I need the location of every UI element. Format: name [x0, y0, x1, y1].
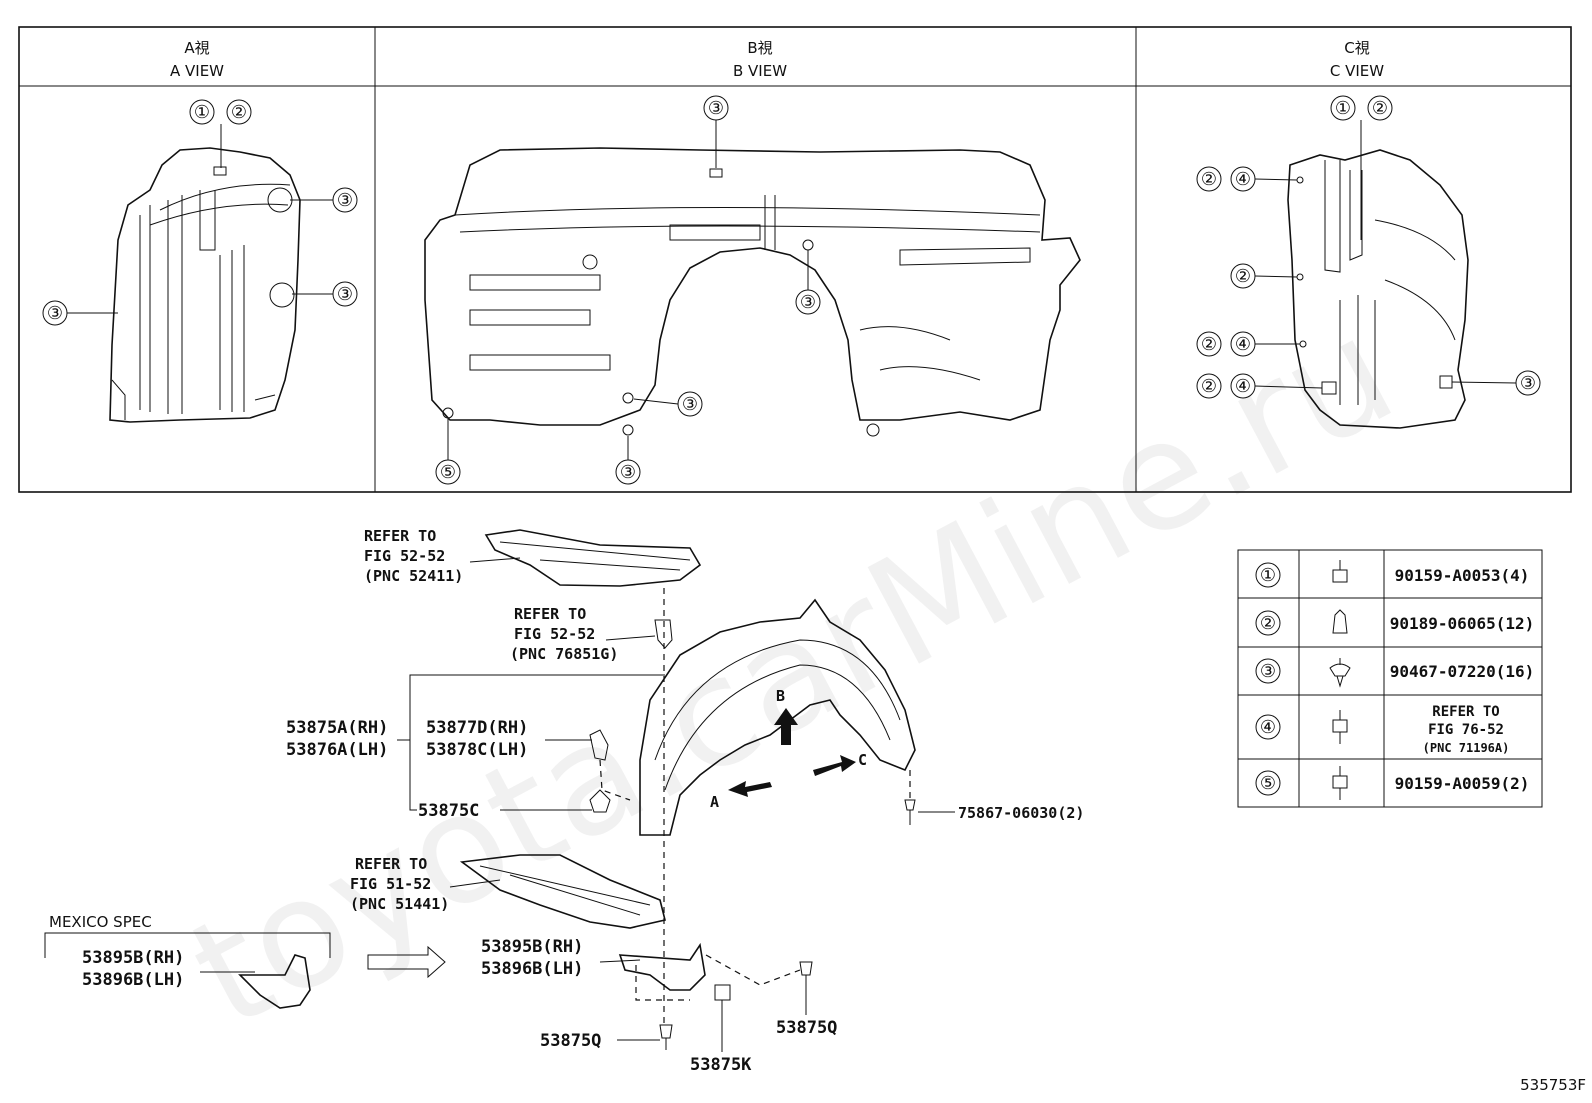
screw-icon — [1332, 710, 1348, 744]
callout-b-3b: ③ — [800, 292, 816, 313]
table-part-5: 90159-A0059(2) — [1395, 774, 1530, 793]
callout-a-2: ② — [231, 102, 247, 123]
a-view-callouts: ① ② ③ ③ ③ — [42, 99, 358, 326]
refer2-line1: REFER TO — [514, 605, 586, 623]
callout-c-4b: ④ — [1235, 334, 1251, 355]
view-b-label: B VIEW — [733, 62, 787, 80]
callout-b-5: ⑤ — [440, 462, 456, 483]
refer1-line2: FIG 52-52 — [364, 547, 445, 565]
part-labels: REFER TO FIG 52-52 (PNC 52411) REFER TO … — [44, 527, 1084, 1075]
callout-a-3c: ③ — [47, 303, 63, 324]
view-a-label: A VIEW — [170, 62, 224, 80]
table-part-3: 90467-07220(16) — [1390, 662, 1535, 681]
callout-c-4c: ④ — [1235, 376, 1251, 397]
callout-c-3: ③ — [1520, 373, 1536, 394]
table-part-4-line2: FIG 76-52 — [1428, 722, 1504, 738]
table-row: ⑤ 90159-A0059(2) — [1255, 766, 1530, 800]
figure-id: 535753F — [1520, 1076, 1586, 1094]
refer3-line2: FIG 51-52 — [350, 875, 431, 893]
c-view-drawing — [1287, 149, 1469, 429]
callout-a-3b: ③ — [337, 284, 353, 305]
callout-a-1: ① — [194, 102, 210, 123]
table-no-4: ④ — [1260, 717, 1276, 738]
bolt-53875q-a: 53875Q — [540, 1031, 601, 1051]
b-view-callouts: ③ ③ ③ ③ ⑤ — [435, 95, 821, 485]
arrow-a-icon — [728, 781, 772, 797]
callout-a-3a: ③ — [337, 190, 353, 211]
arrow-b-icon — [774, 708, 798, 745]
arrow-c-icon — [813, 755, 856, 776]
table-part-1: 90159-A0053(4) — [1395, 566, 1530, 585]
arrow-a-label: A — [710, 793, 719, 811]
table-part-2: 90189-06065(12) — [1390, 614, 1535, 633]
table-no-1: ① — [1260, 565, 1276, 586]
mexico-spec-label: MEXICO SPEC — [49, 913, 152, 931]
liner-rh: 53875A(RH) — [286, 718, 388, 738]
bracket-lh: 53878C(LH) — [426, 740, 528, 760]
exploded-diagram: B C A — [238, 529, 916, 1050]
clip-53875c: 53875C — [418, 801, 479, 821]
refer1-line1: REFER TO — [364, 527, 436, 545]
table-row: ① 90159-A0053(4) — [1255, 560, 1530, 588]
refer3-line3: (PNC 51441) — [350, 895, 449, 913]
bracket-rh: 53877D(RH) — [426, 718, 528, 738]
callout-c-1: ① — [1335, 98, 1351, 119]
bolt-icon — [1332, 766, 1348, 800]
table-part-4-line3: (PNC 71196A) — [1423, 741, 1510, 755]
callout-b-3a: ③ — [708, 98, 724, 119]
table-no-3: ③ — [1260, 661, 1276, 682]
refer1-line3: (PNC 52411) — [364, 567, 463, 585]
callout-c-2d: ② — [1201, 376, 1217, 397]
callout-c-2: ② — [1372, 98, 1388, 119]
fastener-table: ① 90159-A0053(4) ② 90189-06065(12) ③ 904… — [1237, 549, 1543, 808]
mexico-arrow-icon — [367, 945, 446, 979]
callout-c-2a: ② — [1201, 169, 1217, 190]
callout-c-2b: ② — [1235, 266, 1251, 287]
push-clip-icon — [1329, 658, 1351, 688]
bolt-icon — [1332, 560, 1348, 583]
callout-c-2c: ② — [1201, 334, 1217, 355]
mud-lh: 53896B(LH) — [481, 959, 583, 979]
refer3-line1: REFER TO — [355, 855, 427, 873]
table-row: ② 90189-06065(12) — [1255, 609, 1535, 636]
view-c-label: C VIEW — [1330, 62, 1384, 80]
screw-75867: 75867-06030(2) — [958, 804, 1084, 822]
mexico-mud-rh: 53895B(RH) — [82, 948, 184, 968]
callout-b-3d: ③ — [620, 462, 636, 483]
view-a-kanji: A視 — [184, 39, 209, 57]
table-part-4-line1: REFER TO — [1432, 704, 1499, 720]
table-row: ③ 90467-07220(16) — [1255, 658, 1535, 688]
c-view-callouts: ① ② ② ④ ② ② ④ ② ④ ③ — [1196, 95, 1541, 399]
clip-nut-icon — [1332, 609, 1348, 634]
watermark: toyota.carMine.ru — [165, 284, 1420, 1061]
view-b-kanji: B視 — [747, 39, 772, 57]
arrow-c-label: C — [858, 751, 867, 769]
mud-rh: 53895B(RH) — [481, 937, 583, 957]
bolt-53875q-b: 53875Q — [776, 1018, 837, 1038]
table-no-2: ② — [1260, 613, 1276, 634]
table-row: ④ REFER TO FIG 76-52 (PNC 71196A) — [1255, 704, 1510, 755]
callout-c-4a: ④ — [1235, 169, 1251, 190]
callout-b-3c: ③ — [682, 394, 698, 415]
refer2-line3: (PNC 76851G) — [510, 645, 618, 663]
b-view-drawing — [424, 147, 1081, 437]
clip-53875k: 53875K — [690, 1055, 752, 1075]
a-view-drawing — [109, 147, 301, 423]
arrow-b-label: B — [776, 687, 785, 705]
views-panel: A視 A VIEW B視 B VIEW C視 C VIEW — [18, 26, 1572, 493]
view-c-kanji: C視 — [1344, 39, 1369, 57]
mexico-mud-lh: 53896B(LH) — [82, 970, 184, 990]
liner-lh: 53876A(LH) — [286, 740, 388, 760]
refer2-line2: FIG 52-52 — [514, 625, 595, 643]
table-no-5: ⑤ — [1260, 773, 1276, 794]
